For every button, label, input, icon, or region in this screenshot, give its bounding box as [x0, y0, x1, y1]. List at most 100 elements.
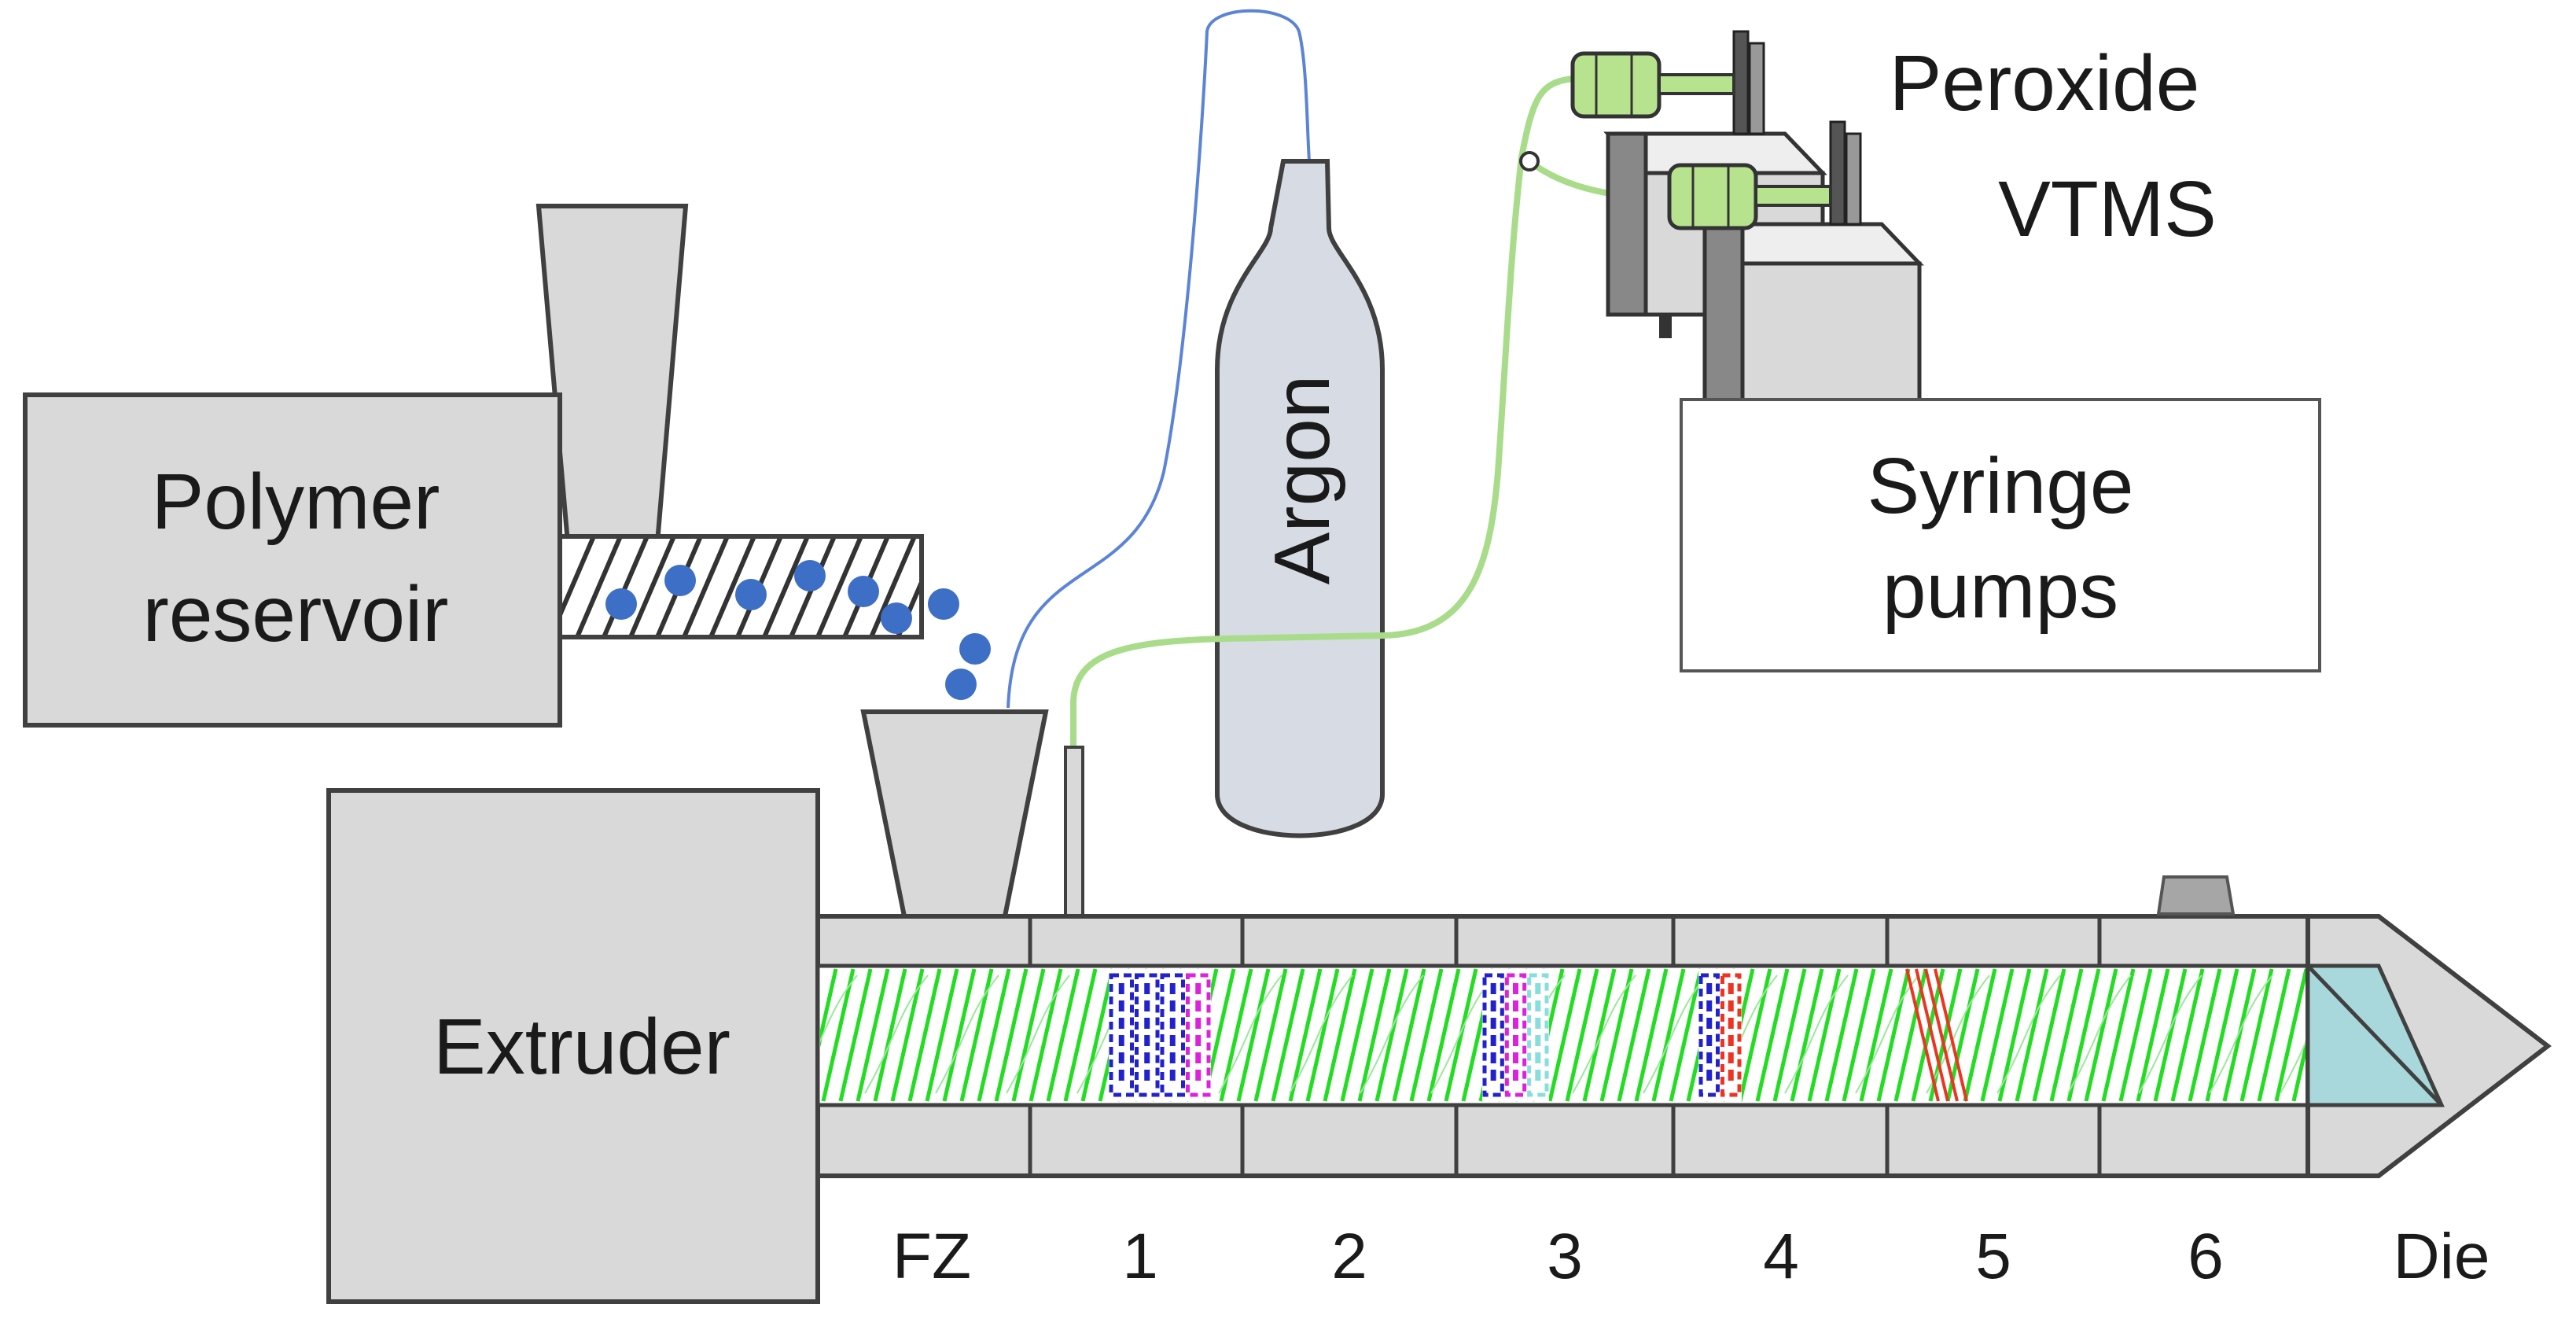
screw-curve: [1784, 974, 1849, 1094]
kneading-disc: [1698, 973, 1720, 1097]
reverse-flight: [1915, 968, 1949, 1102]
pellet: [605, 588, 637, 620]
screw-flight: [994, 968, 1029, 1102]
screw-flight: [1444, 968, 1478, 1102]
pellet: [848, 576, 879, 607]
screw-flight: [1980, 968, 2015, 1102]
screw-flight: [2101, 968, 2136, 1102]
screw-curve: [1926, 974, 1990, 1094]
syringe-pumps-label-line2: pumps: [1882, 547, 2118, 635]
screw-flight: [2136, 968, 2170, 1102]
screw-flight: [2188, 968, 2222, 1102]
kneading-disc: [1720, 973, 1742, 1097]
kneading-disc: [1109, 973, 1134, 1097]
screw-curve: [2209, 974, 2273, 1094]
pellet: [928, 588, 959, 620]
syringe-pumps-label-line1: Syringe: [1867, 442, 2133, 530]
vtms-pump: [1667, 120, 1924, 429]
extruder-feed-hopper: [860, 709, 1049, 919]
screw-flight: [2222, 968, 2257, 1102]
zone-label: FZ: [892, 1221, 971, 1292]
screw-flight: [1824, 968, 1859, 1102]
screw-flight: [2257, 968, 2291, 1102]
kneading-disc: [1504, 973, 1527, 1097]
screw-flight: [977, 968, 1011, 1102]
kneading-block: [1109, 969, 1211, 1101]
screw-flight: [1582, 968, 1617, 1102]
line-junction: [1519, 151, 1540, 171]
screw-flight: [2049, 968, 2084, 1102]
screw-flight: [838, 968, 873, 1102]
kneading-disc: [1135, 973, 1160, 1097]
screw-flight: [1288, 968, 1323, 1102]
screw-flight: [1063, 968, 1098, 1102]
polymer-reservoir-label-line1: Polymer: [152, 458, 440, 546]
screw-flight: [2170, 968, 2205, 1102]
kneading-block: [1698, 969, 1742, 1101]
barrel-zone-dividers: [1028, 916, 2102, 1176]
kneading-disc: [1482, 973, 1504, 1097]
pellet: [794, 560, 826, 591]
screw-flight: [1046, 968, 1080, 1102]
zone-label: 5: [1975, 1221, 2011, 1292]
screw-flight: [873, 968, 907, 1102]
screw-flight: [1409, 968, 1444, 1102]
screw-flight: [942, 968, 977, 1102]
screw-curve: [1996, 974, 2061, 1094]
screw-flight: [1876, 968, 1911, 1102]
screw-flight: [1271, 968, 1305, 1102]
argon-supply: Argon: [1006, 9, 1385, 838]
polymer-feeder: Polymer reservoir: [23, 204, 991, 728]
screw-curve: [1289, 974, 1353, 1094]
zone-label: 6: [2188, 1221, 2224, 1292]
screw-flight: [1565, 968, 1599, 1102]
screw-flight: [1790, 968, 1824, 1102]
screw-curve: [864, 974, 929, 1094]
zone-label: Die: [2393, 1221, 2490, 1292]
screw-flight: [1807, 968, 1842, 1102]
screw-flight: [856, 968, 890, 1102]
screw-flight: [1669, 968, 1703, 1102]
polymer-reservoir-label-line2: reservoir: [143, 570, 449, 658]
screw-flight: [821, 968, 856, 1102]
polymer-pellets: [605, 560, 991, 700]
screw-flight: [1374, 968, 1409, 1102]
feed-screw-tube: [558, 534, 924, 639]
reverse-flight: [1924, 968, 1959, 1102]
screw-flight: [2205, 968, 2239, 1102]
screw-flight: [2291, 1040, 2306, 1102]
screw-flight: [1772, 968, 1807, 1102]
extruder-motor-box: [326, 788, 820, 1304]
screw-curve: [1855, 974, 1919, 1094]
screw-curve: [935, 974, 999, 1094]
syringe-pumps-box: [1680, 398, 2321, 672]
screw-flight: [1651, 968, 1686, 1102]
pellet: [959, 633, 991, 665]
pellet: [881, 602, 912, 634]
kneading-disc: [1527, 973, 1549, 1097]
screw-flight: [2032, 968, 2066, 1102]
screw-flight: [2015, 968, 2049, 1102]
screw-curve: [820, 974, 858, 1043]
pellet: [664, 565, 696, 596]
screw-flight: [820, 968, 838, 1048]
screw-flight: [1547, 968, 1582, 1102]
screw-flight: [1323, 968, 1357, 1102]
screw-curve: [1572, 974, 1636, 1094]
reverse-flight: [1905, 968, 1940, 1102]
screw-flight: [1357, 968, 1392, 1102]
screw-flight: [1426, 968, 1461, 1102]
syringe-pumps: Peroxide VTMS Syringe pumps: [1064, 30, 2321, 945]
reverse-flight: [1934, 968, 1968, 1102]
zone-label: 4: [1763, 1221, 1799, 1292]
screw-flight: [2239, 968, 2274, 1102]
screw-curve: [1218, 974, 1282, 1094]
screw-curve: [2138, 974, 2202, 1094]
pellet: [735, 579, 767, 610]
kneading-disc: [1160, 973, 1185, 1097]
peroxide-label: Peroxide: [1890, 39, 2200, 127]
screw-flight: [1029, 968, 1063, 1102]
screw-curve: [1006, 974, 1070, 1094]
